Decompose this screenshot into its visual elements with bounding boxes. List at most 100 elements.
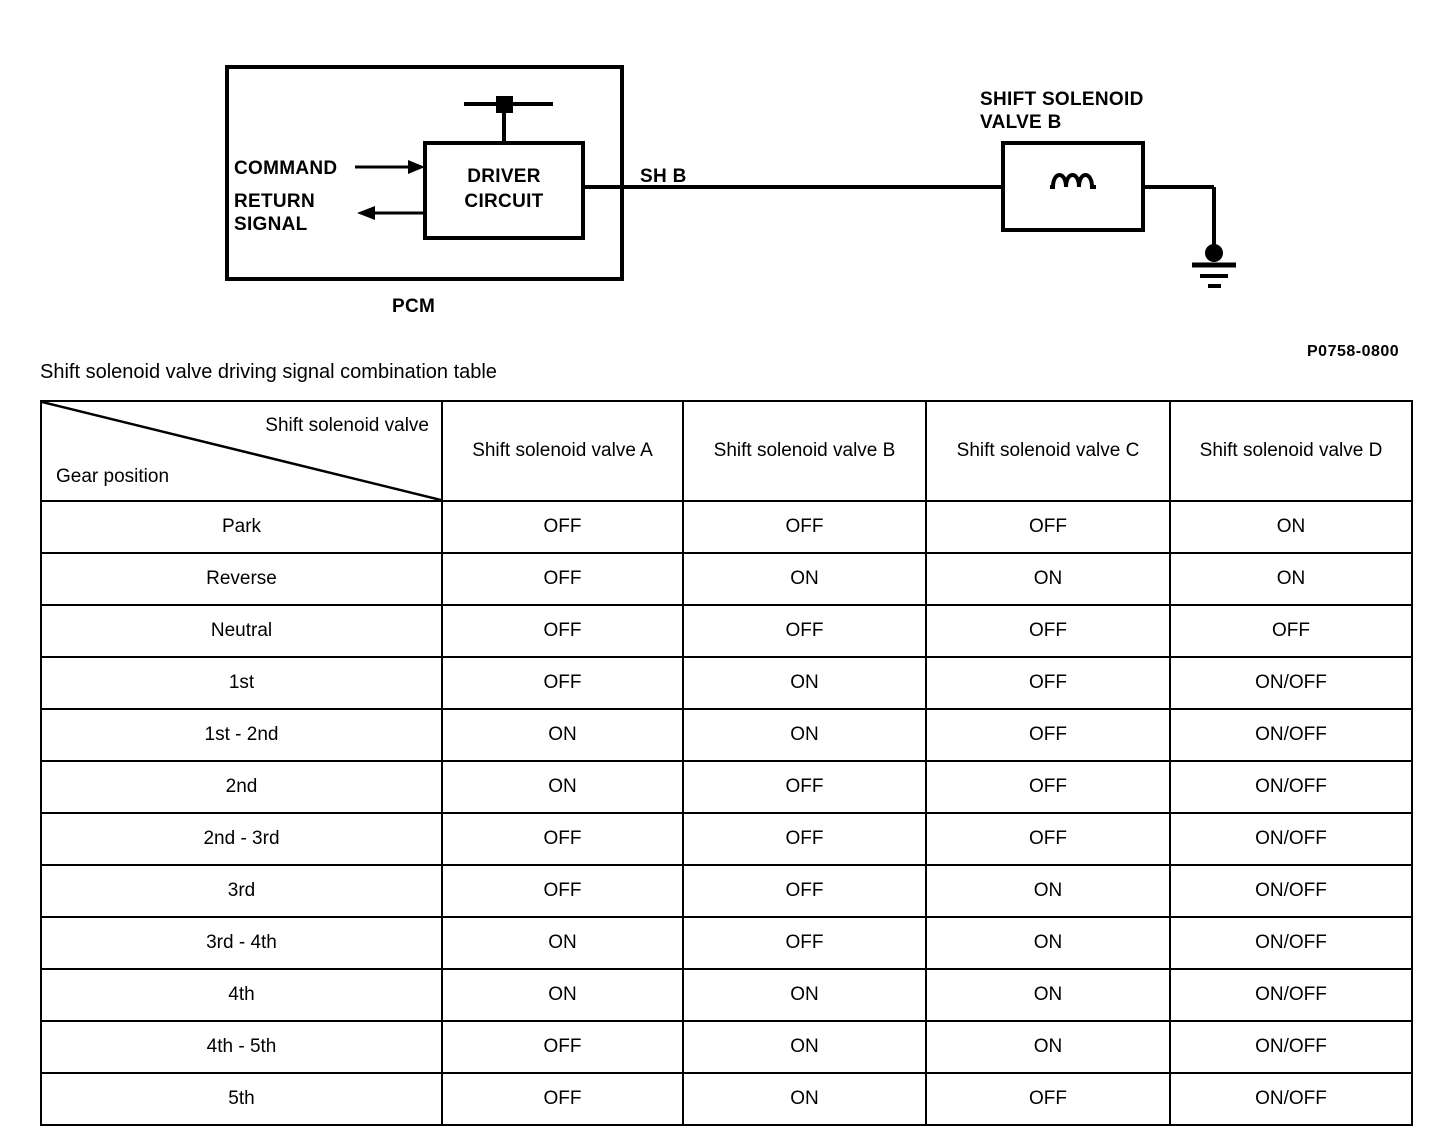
table-row: Neutral OFF OFF OFF OFF — [40, 604, 1413, 658]
cell-valve-d: ON/OFF — [1169, 1072, 1413, 1126]
header-corner-bottom-label: Gear position — [56, 466, 170, 487]
cell-valve-b: ON — [682, 656, 927, 710]
cell-valve-a: OFF — [441, 1020, 684, 1074]
cell-gear: 3rd - 4th — [40, 916, 443, 970]
cell-valve-a: OFF — [441, 500, 684, 554]
cell-valve-d: ON — [1169, 552, 1413, 606]
cell-gear: 1st — [40, 656, 443, 710]
cell-valve-d: ON/OFF — [1169, 656, 1413, 710]
cell-valve-b: ON — [682, 708, 927, 762]
cell-valve-c: OFF — [925, 812, 1171, 866]
cell-gear: Park — [40, 500, 443, 554]
cell-valve-c: ON — [925, 864, 1171, 918]
cell-valve-d: ON/OFF — [1169, 812, 1413, 866]
table-row: 4th - 5th OFF ON ON ON/OFF — [40, 1020, 1413, 1074]
cell-valve-a: OFF — [441, 1072, 684, 1126]
cell-valve-d: OFF — [1169, 604, 1413, 658]
table-caption: Shift solenoid valve driving signal comb… — [40, 361, 497, 383]
cell-valve-d: ON — [1169, 500, 1413, 554]
table-row: 2nd - 3rd OFF OFF OFF ON/OFF — [40, 812, 1413, 866]
cell-valve-d: ON/OFF — [1169, 916, 1413, 970]
cell-valve-b: OFF — [682, 760, 927, 814]
cell-valve-d: ON/OFF — [1169, 864, 1413, 918]
cell-gear: 4th - 5th — [40, 1020, 443, 1074]
table-body: Park OFF OFF OFF ON Reverse OFF ON ON ON… — [40, 500, 1413, 1126]
cell-valve-d: ON/OFF — [1169, 760, 1413, 814]
table-row: 5th OFF ON OFF ON/OFF — [40, 1072, 1413, 1126]
command-label: COMMAND — [234, 158, 338, 179]
cell-valve-c: ON — [925, 968, 1171, 1022]
cell-valve-a: OFF — [441, 552, 684, 606]
circuit-diagram: COMMAND RETURN SIGNAL DRIVER CIRCUIT SH … — [0, 0, 1456, 360]
solenoid-valve-label: SHIFT SOLENOID VALVE B — [980, 89, 1144, 133]
corner-diagonal-line — [42, 402, 441, 500]
cell-valve-c: OFF — [925, 708, 1171, 762]
pcm-enclosure-box — [225, 65, 624, 281]
command-arrow-head — [408, 160, 425, 174]
cell-valve-a: ON — [441, 916, 684, 970]
coil-icon — [1050, 173, 1096, 189]
return-signal-label: RETURN SIGNAL — [234, 191, 315, 235]
cell-valve-b: ON — [682, 552, 927, 606]
column-header-valve-d: Shift solenoid valve D — [1169, 400, 1413, 502]
circuit-schematic-svg — [225, 65, 1236, 288]
cell-valve-d: ON/OFF — [1169, 1020, 1413, 1074]
cell-valve-a: OFF — [441, 864, 684, 918]
solenoid-valve-box — [1001, 141, 1145, 232]
column-header-valve-c: Shift solenoid valve C — [925, 400, 1171, 502]
cell-valve-b: OFF — [682, 916, 927, 970]
cell-gear: 2nd - 3rd — [40, 812, 443, 866]
header-corner-cell: Shift solenoid valve Gear position — [40, 400, 443, 502]
cell-valve-a: OFF — [441, 656, 684, 710]
cell-valve-b: OFF — [682, 812, 927, 866]
cell-gear: 2nd — [40, 760, 443, 814]
table-row: 1st OFF ON OFF ON/OFF — [40, 656, 1413, 710]
table-row: 1st - 2nd ON ON OFF ON/OFF — [40, 708, 1413, 762]
terminal-square-node — [496, 96, 513, 113]
cell-gear: Neutral — [40, 604, 443, 658]
cell-valve-c: OFF — [925, 500, 1171, 554]
table-row: Park OFF OFF OFF ON — [40, 500, 1413, 554]
cell-valve-c: OFF — [925, 656, 1171, 710]
pcm-label: PCM — [392, 296, 436, 317]
cell-gear: 5th — [40, 1072, 443, 1126]
table-row: 3rd OFF OFF ON ON/OFF — [40, 864, 1413, 918]
cell-valve-a: OFF — [441, 812, 684, 866]
header-corner-top-label: Shift solenoid valve — [265, 415, 429, 436]
table-header-row: Shift solenoid valve Gear position Shift… — [40, 400, 1413, 502]
column-header-valve-b: Shift solenoid valve B — [682, 400, 927, 502]
return-signal-arrow-head — [357, 206, 375, 220]
cell-valve-c: ON — [925, 552, 1171, 606]
cell-valve-b: OFF — [682, 864, 927, 918]
cell-valve-c: ON — [925, 916, 1171, 970]
cell-gear: 3rd — [40, 864, 443, 918]
table-row: 2nd ON OFF OFF ON/OFF — [40, 760, 1413, 814]
cell-valve-c: OFF — [925, 604, 1171, 658]
driver-circuit-label: DRIVER CIRCUIT — [464, 166, 544, 212]
cell-valve-a: OFF — [441, 604, 684, 658]
cell-valve-d: ON/OFF — [1169, 708, 1413, 762]
reference-code: P0758-0800 — [1307, 343, 1400, 360]
table-row: 4th ON ON ON ON/OFF — [40, 968, 1413, 1022]
combination-table-wrap: Shift solenoid valve Gear position Shift… — [40, 400, 1413, 1126]
table-row: Reverse OFF ON ON ON — [40, 552, 1413, 606]
cell-gear: 4th — [40, 968, 443, 1022]
ground-node-dot — [1205, 244, 1223, 262]
cell-valve-c: ON — [925, 1020, 1171, 1074]
cell-valve-b: ON — [682, 1072, 927, 1126]
cell-valve-a: ON — [441, 708, 684, 762]
cell-valve-c: OFF — [925, 760, 1171, 814]
cell-valve-b: ON — [682, 968, 927, 1022]
cell-valve-b: ON — [682, 1020, 927, 1074]
cell-valve-a: ON — [441, 760, 684, 814]
cell-valve-b: OFF — [682, 604, 927, 658]
column-header-valve-a: Shift solenoid valve A — [441, 400, 684, 502]
cell-gear: Reverse — [40, 552, 443, 606]
table-row: 3rd - 4th ON OFF ON ON/OFF — [40, 916, 1413, 970]
cell-valve-d: ON/OFF — [1169, 968, 1413, 1022]
cell-valve-b: OFF — [682, 500, 927, 554]
shift-solenoid-combination-table: Shift solenoid valve Gear position Shift… — [40, 400, 1413, 1126]
cell-valve-c: OFF — [925, 1072, 1171, 1126]
cell-valve-a: ON — [441, 968, 684, 1022]
cell-gear: 1st - 2nd — [40, 708, 443, 762]
